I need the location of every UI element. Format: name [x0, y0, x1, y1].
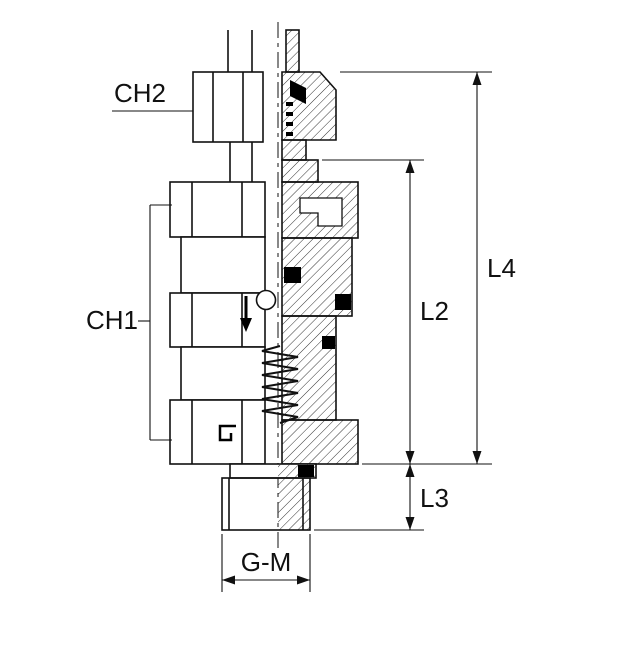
neck [229, 139, 319, 183]
label-l4: L4 [487, 253, 516, 283]
ferrule [290, 80, 306, 104]
label-l3: L3 [420, 483, 449, 513]
hex-1 [169, 181, 266, 238]
tube-wall-section [285, 29, 300, 73]
o-ring-3 [322, 336, 335, 349]
dim-gm: G-M [221, 534, 311, 592]
dim-l2: L2 [322, 159, 449, 464]
seals [284, 267, 351, 477]
hex-3 [169, 399, 266, 465]
spring [261, 345, 299, 424]
body-exterior [169, 181, 266, 465]
o-ring-4 [298, 465, 314, 477]
threaded-stud [221, 477, 311, 531]
band-1 [180, 236, 266, 294]
check-ball [255, 289, 277, 311]
o-ring-2 [335, 294, 351, 310]
label-ch2-group: CH2 [112, 78, 193, 112]
label-l2: L2 [420, 296, 449, 326]
label-ch1: CH1 [86, 305, 138, 335]
label-ch1-group: CH1 [86, 204, 172, 441]
port-cutout [299, 197, 343, 227]
label-ch2: CH2 [114, 78, 166, 108]
nut-ch2 [192, 71, 337, 143]
dim-l3: L3 [314, 464, 449, 531]
band-2 [180, 346, 266, 401]
bottom-flange-section [281, 419, 359, 465]
dim-l4: L4 [340, 71, 516, 465]
flow-arrow-head [240, 318, 252, 332]
o-ring-1 [284, 267, 301, 283]
top-tube [227, 29, 300, 73]
stamp-mark [218, 424, 236, 442]
check-valve [240, 289, 299, 424]
label-gm: G-M [241, 547, 292, 577]
